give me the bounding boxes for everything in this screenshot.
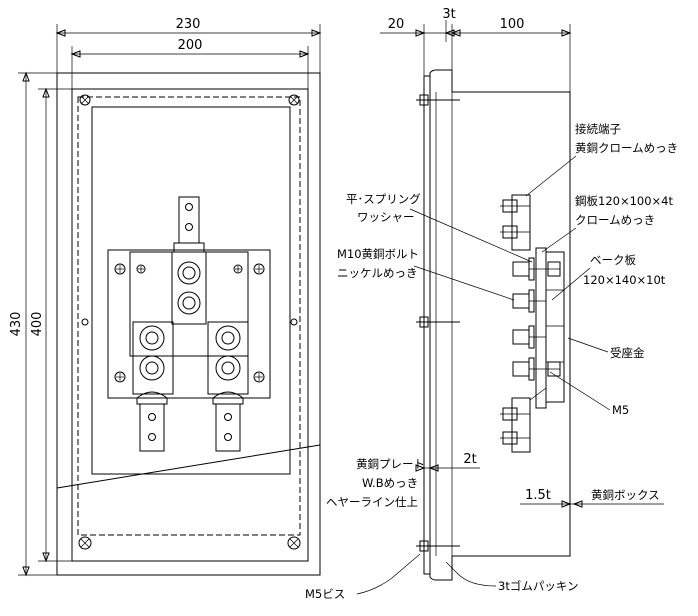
label-washer: 平･スプリング <box>346 192 421 206</box>
dim-outer-width: 230 <box>176 17 201 32</box>
bolt-head-icon <box>139 355 165 381</box>
front-outer-frame <box>56 72 321 576</box>
terminal-hole-icon <box>224 413 232 421</box>
side-washer <box>528 289 535 313</box>
bolt-head-icon <box>215 325 241 351</box>
board-screw-icon <box>114 371 126 383</box>
terminal-hole-icon <box>148 413 156 421</box>
annotations: 接続端子 黄銅クロームめっき 鋼板120×100×4t クロームめっき 平･スプ… <box>305 122 678 601</box>
bolt-head-icon <box>215 355 241 381</box>
corner-screw-icon <box>78 536 92 550</box>
side-upper-terminal <box>511 194 531 251</box>
label-brass-plate: 黄銅プレート <box>356 457 425 471</box>
dim-box-thickness: 1.5t <box>525 488 551 503</box>
label-brass-plate-surface: ヘヤーライン仕上 <box>326 495 418 509</box>
side-steel-plate <box>535 247 547 409</box>
dim-depth: 100 <box>500 17 525 32</box>
front-mounting-area <box>91 106 291 475</box>
label-steel-plate-finish: クロームめっき <box>575 213 655 227</box>
dim-flange: 20 <box>388 17 405 32</box>
corner-screw-icon <box>79 94 91 106</box>
left-terminal-body <box>132 321 174 395</box>
side-view <box>416 69 571 581</box>
bolt-head-icon <box>182 266 196 280</box>
front-dimensions: 230 200 430 400 <box>9 17 322 577</box>
label-bolt: M10黄銅ボルト <box>337 247 419 261</box>
side-washer <box>528 325 535 349</box>
terminal-hole-icon <box>185 203 193 211</box>
bolt-head-icon <box>139 325 165 351</box>
side-box-body <box>452 91 571 557</box>
dim-plate-thickness: 3t <box>442 7 455 22</box>
board-screw-icon <box>114 263 126 275</box>
left-terminal-collar <box>136 391 168 405</box>
cover-bolt-icon <box>416 540 460 552</box>
front-inner-plate <box>71 88 309 562</box>
bolt-head-icon <box>221 331 235 345</box>
terminal-hole-icon <box>148 433 156 441</box>
bolt-head-icon <box>182 296 196 310</box>
front-break-line <box>56 444 321 489</box>
bolt-head-icon <box>177 261 201 285</box>
side-bakelite-board <box>545 251 565 403</box>
side-bottom-flange <box>429 556 453 581</box>
board-screw-icon <box>233 264 243 274</box>
bolt-head-icon <box>177 291 201 315</box>
board-screw-icon <box>136 264 146 274</box>
cover-bolt-icon <box>416 94 460 106</box>
top-terminal-collar <box>173 242 205 253</box>
right-terminal-collar <box>212 391 244 405</box>
bolt-head-icon <box>145 331 159 345</box>
steel-plate-front <box>129 251 249 357</box>
dim-inner-height: 400 <box>30 312 45 337</box>
bolt-head-icon <box>221 361 235 375</box>
side-washer <box>528 357 535 381</box>
label-terminal: 接続端子 <box>575 122 621 136</box>
label-receiver: 受座金 <box>610 346 645 360</box>
cover-bolt-icon <box>416 316 460 328</box>
terminal-hole-icon <box>185 223 193 231</box>
board-screw-icon <box>253 371 265 383</box>
label-m5-screw: M5ビス <box>305 587 345 601</box>
top-terminal-body <box>171 251 207 325</box>
right-terminal-strip <box>215 403 241 452</box>
dim-brass-plate: 2t <box>463 452 476 467</box>
side-dimensions: 20 3t 100 2t 1.5t <box>380 7 664 508</box>
label-bolt-finish: ニッケルめっき <box>337 266 418 280</box>
terminal-hole-icon <box>224 433 232 441</box>
label-m5: M5 <box>612 403 629 417</box>
label-washer-type: ワッシャー <box>357 210 415 224</box>
bolt-head-icon <box>145 361 159 375</box>
side-mark-icon <box>81 318 89 326</box>
front-inner-dashed-outline <box>77 96 301 536</box>
dim-outer-height: 430 <box>9 312 24 337</box>
corner-screw-icon <box>288 94 300 106</box>
side-cover-plate <box>423 75 431 575</box>
board-screw-icon <box>253 263 265 275</box>
bakelite-board <box>107 249 271 399</box>
label-gasket: 3tゴムパッキン <box>498 579 578 593</box>
dim-inner-width: 200 <box>178 38 203 53</box>
front-view <box>56 72 321 576</box>
side-washer <box>528 257 535 281</box>
label-brass-box: 黄銅ボックス <box>591 488 660 502</box>
side-top-flange <box>429 69 453 92</box>
left-terminal-strip <box>139 403 165 452</box>
label-brass-plate-finish: W.Bめっき <box>362 476 418 490</box>
side-lower-terminal <box>511 397 531 453</box>
label-bakelite-size: 120×140×10t <box>583 273 666 287</box>
side-mark-icon <box>290 318 298 326</box>
corner-screw-icon <box>287 536 301 550</box>
right-terminal-body <box>207 321 249 395</box>
label-terminal-finish: 黄銅クロームめっき <box>575 141 678 155</box>
label-steel-plate: 鋼板120×100×4t <box>575 194 673 208</box>
label-bakelite: ベーク板 <box>590 253 636 267</box>
